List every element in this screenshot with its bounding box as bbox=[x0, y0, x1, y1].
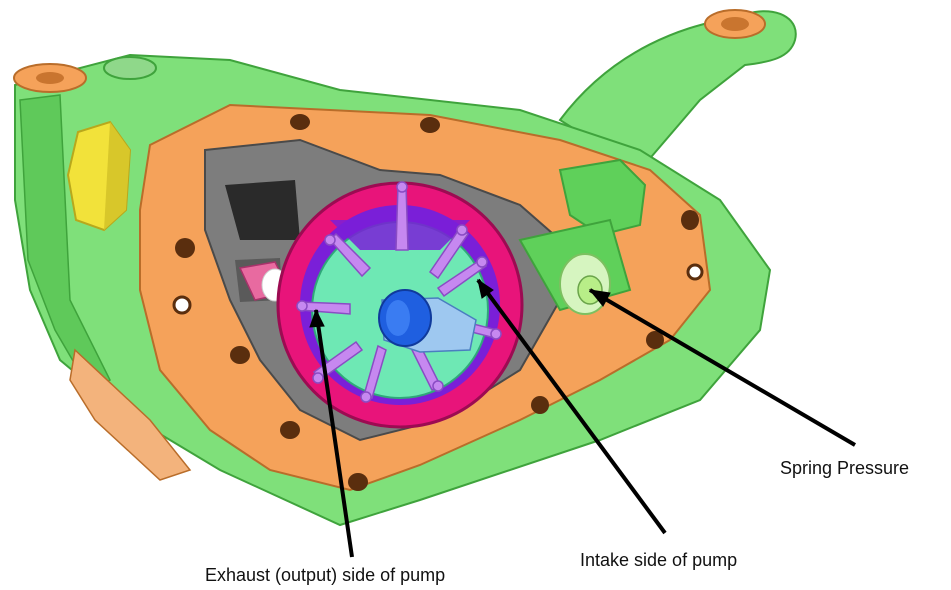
hex-bolt bbox=[68, 122, 130, 230]
spring-pressure-label: Spring Pressure bbox=[780, 458, 909, 479]
exhaust-side-label: Exhaust (output) side of pump bbox=[205, 565, 445, 586]
intake-side-label: Intake side of pump bbox=[580, 550, 737, 571]
